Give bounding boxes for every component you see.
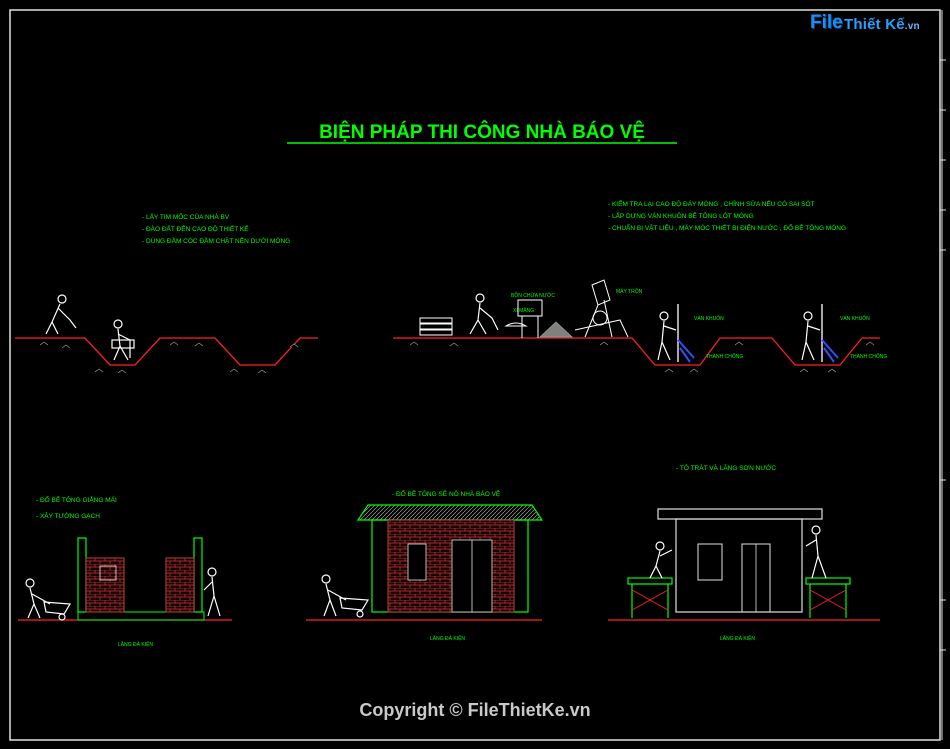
stage2-worker-2-icon xyxy=(657,311,677,361)
stage3-label: LĂNG ĐÁ KIỆN xyxy=(118,640,153,648)
stage3-note-1: - ĐỔ BÊ TÔNG GIẰNG MÁI xyxy=(36,495,117,504)
stage2-brace-2 xyxy=(821,339,839,363)
stage3-worker-icon xyxy=(203,567,221,617)
stage3-wall-left xyxy=(85,557,125,613)
stage1-notes: - LẤY TIM MỐC CỦA NHÀ BV - ĐÀO ĐẤT ĐẾN C… xyxy=(142,211,290,245)
stage2-note-1: - KIỂM TRA LẠI CAO ĐỘ ĐÁY MÓNG , CHỈNH S… xyxy=(608,198,815,208)
stage4-window xyxy=(407,543,427,581)
copyright-watermark: Copyright © FileThietKe.vn xyxy=(359,700,591,720)
logo-domain: .vn xyxy=(904,21,920,32)
stage2-worker-3-icon xyxy=(801,311,821,361)
logo-rest-text: Thiết Kế.vn xyxy=(844,16,920,33)
stage4-wall xyxy=(387,519,515,613)
stage5-window xyxy=(697,543,723,581)
logo-name: Thiết Kế xyxy=(844,16,905,33)
stage2-ground xyxy=(393,337,880,366)
stage5-roof-slab xyxy=(657,508,823,520)
stage5-label: LĂNG ĐÁ KIỆN xyxy=(720,634,755,642)
stage2-mixer-icon xyxy=(574,279,629,338)
stage2-notes: - KIỂM TRA LẠI CAO ĐỘ ĐÁY MÓNG , CHỈNH S… xyxy=(608,198,846,232)
right-edge-ticks xyxy=(940,10,946,740)
stage2-label-formwork-1: VÁN KHUÔN xyxy=(694,315,724,322)
stage2-note-2: - LẮP DỰNG VÁN KHUÔN BÊ TÔNG LÓT MÓNG xyxy=(608,211,754,220)
filethietke-logo: File Thiết Kế.vn xyxy=(808,10,920,42)
stage3-note-2: - XÂY TƯỜNG GẠCH xyxy=(36,511,100,520)
stage2-brace-1 xyxy=(677,339,695,363)
stage5-worker-right-icon xyxy=(805,525,827,579)
stage3-window xyxy=(99,565,117,581)
stage1-worker-1-icon xyxy=(45,294,77,335)
stage1-soil-hatch xyxy=(39,341,299,374)
stage2-material-stack-icon xyxy=(419,317,453,336)
stage3-wall-right xyxy=(165,557,195,613)
stage2-worker-icon xyxy=(469,293,499,335)
stage3-wheelbarrow-worker-icon xyxy=(25,578,72,621)
stage4-label: LĂNG ĐÁ KIỆN xyxy=(430,634,465,642)
stage2-label-mixer: MÁY TRỘN xyxy=(616,288,643,295)
stage4-wheelbarrow-worker-icon xyxy=(321,574,370,618)
stage3-notes: - ĐỔ BÊ TÔNG GIẰNG MÁI - XÂY TƯỜNG GẠCH xyxy=(36,495,117,520)
stage4-roof xyxy=(356,504,544,521)
drawing-frame xyxy=(9,9,941,741)
stage5-scaffold-right xyxy=(805,577,851,618)
stage5-house-body xyxy=(675,518,803,613)
page-title: BIỆN PHÁP THI CÔNG NHÀ BÁO VỆ xyxy=(319,121,645,143)
logo-file-text: File xyxy=(810,12,843,33)
stage5-scaffold-left xyxy=(627,577,673,618)
stage1-note-3: - DÙNG ĐẦM CÓC ĐẦM CHẶT NỀN DƯỚI MÓNG xyxy=(142,235,290,245)
stage2-label-cement: XI MĂNG xyxy=(513,307,534,314)
stage1-worker-2-icon xyxy=(111,319,135,361)
stage2-label-formwork-2: VÁN KHUÔN xyxy=(840,315,870,322)
stage2-label-brace-2: THANH CHỐNG xyxy=(850,353,887,360)
stage2-sand-pile xyxy=(538,321,574,338)
stage5-worker-left-icon xyxy=(649,541,673,579)
stage2-water-tank-icon xyxy=(504,299,543,338)
stage2-soil-hatch xyxy=(409,341,875,373)
stage2-note-3: - CHUẨN BỊ VẬT LIỆU , MÁY MÓC THIẾT BỊ Đ… xyxy=(608,222,846,232)
stage1-note-1: - LẤY TIM MỐC CỦA NHÀ BV xyxy=(142,211,230,221)
stage1-note-2: - ĐÀO ĐẤT ĐẾN CAO ĐỘ THIẾT KẾ xyxy=(142,223,249,233)
stage2-label-water: BỒN CHỨA NƯỚC xyxy=(511,292,555,299)
stage3-slab xyxy=(77,611,205,621)
stage2-label-brace-1: THANH CHỐNG xyxy=(706,353,743,360)
stage1-trench-ground xyxy=(15,337,318,366)
stage3-column-right xyxy=(193,537,203,613)
stage3-column-left xyxy=(77,537,87,613)
stage4-note-1: - ĐỔ BÊ TÔNG SÊ NÔ NHÀ BÁO VỆ xyxy=(392,489,501,498)
stage5-note-1: - TÔ TRÁT VÀ LĂNG SƠN NƯỚC xyxy=(676,463,776,472)
